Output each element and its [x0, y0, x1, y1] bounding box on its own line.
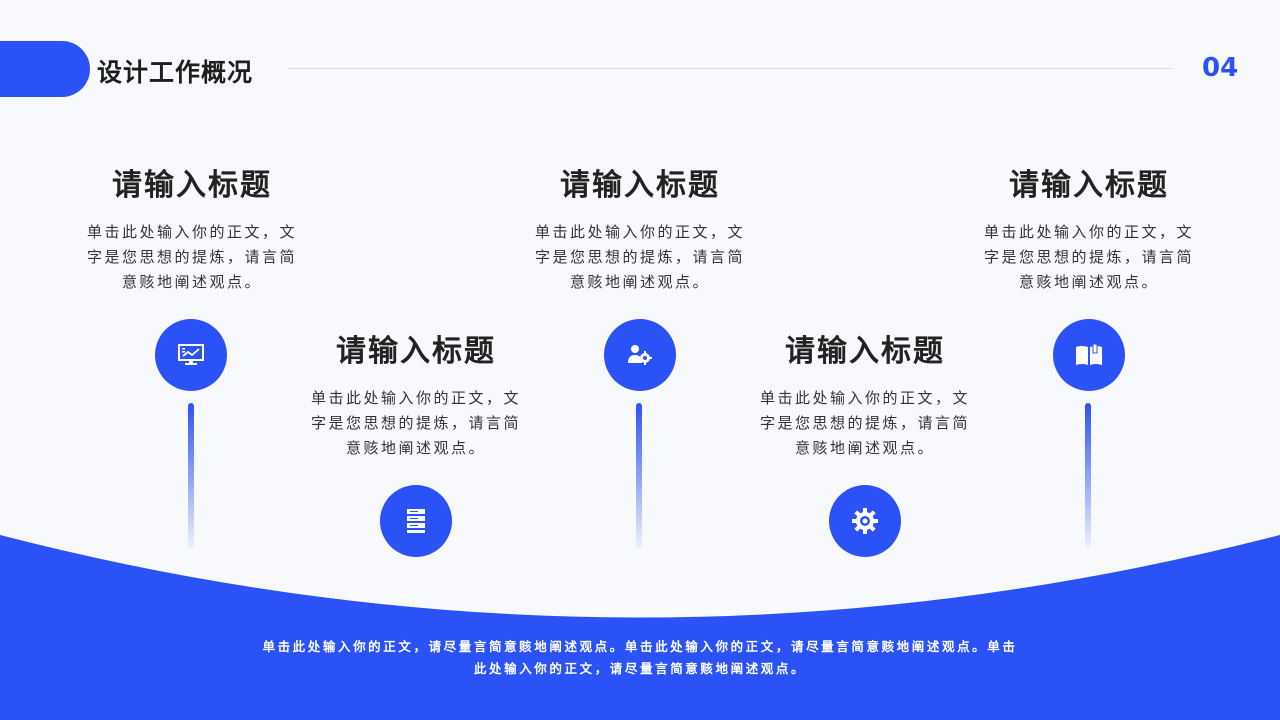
content-block-3: 请输入标题 单击此处输入你的正文，文 字是您思想的提炼，请言简 意赅地阐述观点。 — [515, 166, 765, 295]
icon-circle-3 — [604, 319, 676, 391]
block-title: 请输入标题 — [560, 168, 720, 203]
desc-line: 字是您思想的提炼，请言简 — [86, 248, 297, 266]
desc-line: 意赅地阐述观点。 — [1018, 273, 1159, 291]
server-stack-icon — [407, 509, 425, 533]
footer-text: 单击此处输入你的正文，请尽量言简意赅地阐述观点。单击此处输入你的正文，请尽量言简… — [230, 636, 1050, 680]
desc-line: 单击此处输入你的正文，文 — [534, 223, 745, 241]
block-description: 单击此处输入你的正文，文 字是您思想的提炼，请言简 意赅地阐述观点。 — [291, 386, 541, 461]
desc-line: 单击此处输入你的正文，文 — [983, 223, 1194, 241]
block-description: 单击此处输入你的正文，文 字是您思想的提炼，请言简 意赅地阐述观点。 — [515, 220, 765, 295]
desc-line: 单击此处输入你的正文，文 — [86, 223, 297, 241]
block-description: 单击此处输入你的正文，文 字是您思想的提炼，请言简 意赅地阐述观点。 — [740, 386, 990, 461]
icon-circle-5 — [1053, 319, 1125, 391]
team-gear-icon — [628, 345, 652, 365]
desc-line: 意赅地阐述观点。 — [794, 439, 935, 457]
section-title: 设计工作概况 — [97, 58, 254, 87]
stem-5 — [1085, 403, 1091, 548]
block-description: 单击此处输入你的正文，文 字是您思想的提炼，请言简 意赅地阐述观点。 — [67, 220, 317, 295]
desc-line: 意赅地阐述观点。 — [569, 273, 710, 291]
icon-circle-4 — [829, 485, 901, 557]
block-title: 请输入标题 — [112, 168, 272, 203]
block-title: 请输入标题 — [785, 334, 945, 369]
icon-circle-2 — [380, 485, 452, 557]
stem-1 — [188, 403, 194, 548]
monitor-chart-icon — [178, 344, 204, 365]
footer-line: 此处输入你的正文，请尽量言简意赅地阐述观点。 — [473, 661, 807, 676]
stem-3 — [636, 403, 642, 548]
content-block-2: 请输入标题 单击此处输入你的正文，文 字是您思想的提炼，请言简 意赅地阐述观点。 — [291, 332, 541, 461]
page-number: 04 — [1202, 53, 1239, 83]
desc-line: 字是您思想的提炼，请言简 — [983, 248, 1194, 266]
desc-line: 意赅地阐述观点。 — [345, 439, 486, 457]
desc-line: 字是您思想的提炼，请言简 — [759, 414, 970, 432]
desc-line: 字是您思想的提炼，请言简 — [534, 248, 745, 266]
content-block-1: 请输入标题 单击此处输入你的正文，文 字是您思想的提炼，请言简 意赅地阐述观点。 — [67, 166, 317, 295]
desc-line: 意赅地阐述观点。 — [121, 273, 262, 291]
desc-line: 单击此处输入你的正文，文 — [310, 389, 521, 407]
icon-circle-1 — [155, 319, 227, 391]
desc-line: 单击此处输入你的正文，文 — [759, 389, 970, 407]
block-description: 单击此处输入你的正文，文 字是您思想的提炼，请言简 意赅地阐述观点。 — [964, 220, 1214, 295]
block-title: 请输入标题 — [336, 334, 496, 369]
header-tab-shape — [0, 41, 90, 97]
content-block-5: 请输入标题 单击此处输入你的正文，文 字是您思想的提炼，请言简 意赅地阐述观点。 — [964, 166, 1214, 295]
gear-icon — [852, 508, 878, 534]
content-block-4: 请输入标题 单击此处输入你的正文，文 字是您思想的提炼，请言简 意赅地阐述观点。 — [740, 332, 990, 461]
header-divider — [288, 68, 1172, 69]
footer-line: 单击此处输入你的正文，请尽量言简意赅地阐述观点。单击此处输入你的正文，请尽量言简… — [262, 639, 1018, 654]
block-title: 请输入标题 — [1009, 168, 1169, 203]
desc-line: 字是您思想的提炼，请言简 — [310, 414, 521, 432]
book-icon — [1076, 344, 1102, 365]
